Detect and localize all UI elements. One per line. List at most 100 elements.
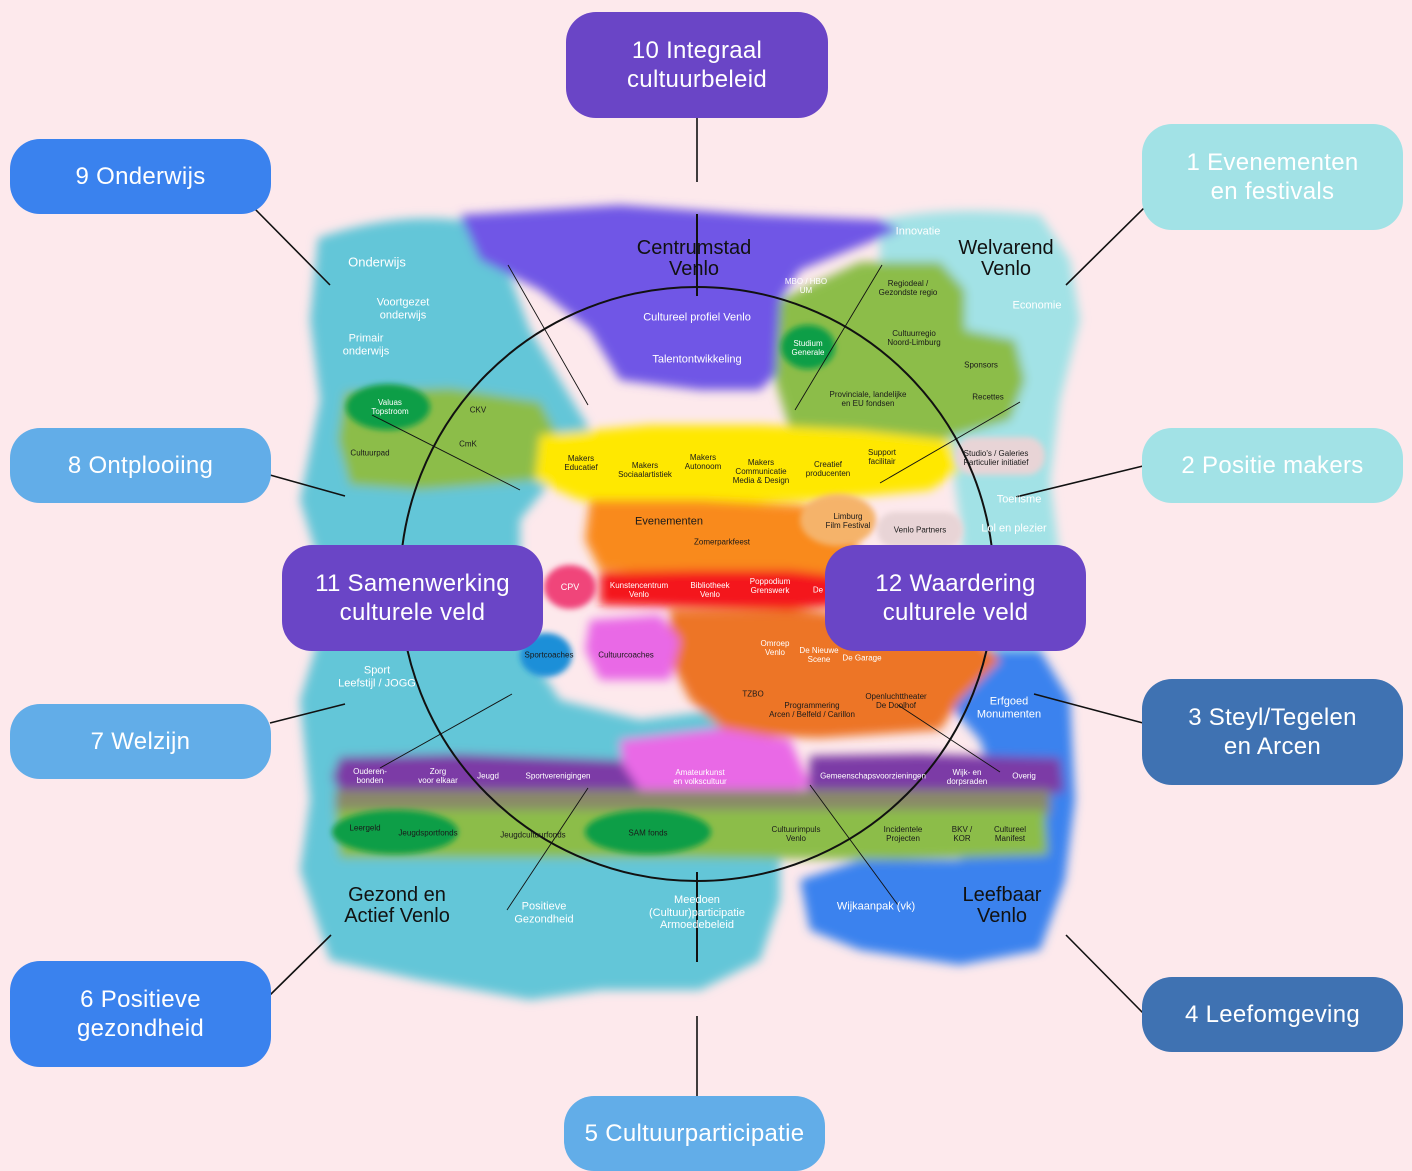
region-grey-strip — [335, 790, 1050, 815]
label-talentontwikkeling: Talentontwikkeling — [652, 353, 742, 366]
label-zomerparkfeest: Zomerparkfeest — [693, 537, 751, 547]
label-cultuurregio: Cultuurregio Noord-Limburg — [887, 328, 941, 347]
blob-venlo-partners — [877, 512, 963, 548]
label-leergeld: Leergeld — [349, 823, 381, 833]
box-steyl-tegelen-arcen: 3 Steyl/Tegelen en Arcen — [1142, 679, 1403, 785]
label-cultuurimpuls: Cultuurimpuls Venlo — [771, 824, 821, 843]
region-magenta-small — [585, 615, 680, 680]
label-cultuurcoaches: Cultuurcoaches — [598, 650, 654, 660]
box-ontplooiing: 8 Ontplooiing — [10, 428, 271, 503]
blob-sportcoaches — [520, 633, 572, 677]
label-wijk-dorpsraden: Wijk- en dorpsraden — [946, 767, 988, 786]
label-cultuurpad: Cultuurpad — [350, 448, 390, 458]
label-cpv: CPV — [560, 581, 580, 592]
label-overig: Overig — [1012, 771, 1036, 781]
label-gemeenschap: Gemeenschapsvoorzieningen — [820, 771, 926, 781]
line-b1 — [1065, 206, 1146, 286]
label-bibliotheek: Bibliotheek Venlo — [690, 580, 730, 599]
label-poppodium: Poppodium Grenswerk — [749, 576, 791, 595]
spoke-positie — [879, 401, 1021, 484]
label-primair-onderwijs: Primair onderwijs — [342, 332, 390, 357]
spoke-welvarend — [794, 264, 883, 411]
spoke-steyl — [897, 704, 1001, 773]
region-yellow-band — [535, 425, 960, 505]
label-creatief-producenten: Creatief producenten — [805, 459, 851, 478]
region-red-band — [600, 570, 845, 610]
line-b8 — [269, 474, 346, 497]
label-omroep: Omroep Venlo — [760, 638, 790, 657]
box-evenementen-festivals: 1 Evenementen en festivals — [1142, 124, 1403, 230]
label-jeugdsportfonds: Jeugdsportfonds — [398, 828, 458, 838]
blob-sam — [585, 810, 711, 854]
label-economie: Economie — [1012, 299, 1062, 312]
label-cmk: CmK — [459, 439, 477, 449]
title-leefbaar: Leefbaar Venlo — [962, 884, 1042, 927]
blob-limburg — [800, 494, 876, 546]
label-makers-autonoom: Makers Autonoom — [684, 452, 722, 471]
region-violet-top — [460, 205, 900, 390]
blob-leergeld — [332, 810, 458, 854]
box-leefomgeving: 4 Leefomgeving — [1142, 977, 1403, 1052]
label-ckv: CKV — [469, 405, 487, 415]
label-meedoen: Meedoen (Cultuur)participatie Armoedebel… — [649, 894, 745, 932]
box-waardering-culturele-veld: 12 Waardering culturele veld — [825, 545, 1086, 651]
label-support-facilitair: Support facilitair — [867, 447, 897, 466]
blob-studios — [955, 437, 1045, 475]
blob-studium — [781, 325, 835, 369]
box-positie-makers: 2 Positie makers — [1142, 428, 1403, 503]
label-studios-galeries: Studio's / Galeries Particulier initiati… — [963, 448, 1029, 467]
box-cultuurparticipatie: 5 Cultuurparticipatie — [564, 1096, 825, 1171]
label-de: De — [812, 585, 824, 595]
label-makers-educatief: Makers Educatief — [564, 453, 598, 472]
label-de-garage: De Garage — [842, 653, 882, 663]
label-jeugdcultuurfonds: Jeugdcultuurfonds — [500, 830, 566, 840]
label-lol-plezier: Lol en plezier — [981, 522, 1047, 535]
connector-lines — [253, 118, 1146, 1096]
blob-cpv — [544, 565, 596, 609]
spoke-lines — [371, 264, 1021, 911]
label-valuas: Valuas Topstroom — [371, 397, 409, 416]
region-magenta-large — [620, 728, 810, 810]
box-onderwijs: 9 Onderwijs — [10, 139, 271, 214]
label-sam-fonds: SAM fonds — [628, 828, 668, 838]
label-sportcoaches: Sportcoaches — [524, 650, 574, 660]
line-b7 — [269, 703, 346, 724]
label-nieuwe-scene: De Nieuwe Scene — [799, 645, 839, 664]
label-incidentele-projecten: Incidentele Projecten — [883, 824, 923, 843]
label-amateurkunst: Amateurkunst en volkscultuur — [673, 767, 727, 786]
spoke-leefomgeving — [809, 784, 899, 906]
region-blue-right — [800, 650, 1075, 965]
accent-blobs — [332, 325, 1045, 854]
region-orange — [585, 500, 860, 580]
label-erfgoed: Erfgoed Monumenten — [976, 695, 1042, 720]
label-evenementen: Evenementen — [635, 515, 703, 528]
line-b2 — [1015, 465, 1144, 498]
label-makers-sociaalartistiek: Makers Sociaalartistiek — [618, 460, 672, 479]
label-cultureel-manifest: Cultureel Manifest — [993, 824, 1027, 843]
box-welzijn: 7 Welzijn — [10, 704, 271, 779]
line-b4 — [1065, 934, 1144, 1014]
label-sponsors: Sponsors — [964, 360, 998, 370]
label-zorg: Zorg voor elkaar — [418, 766, 458, 785]
line-b3 — [1033, 693, 1144, 724]
label-makers-communicatie: Makers Communicatie Media & Design — [732, 458, 790, 486]
label-programmering: Programmering Arcen / Belfeld / Carillon — [769, 700, 855, 719]
spoke-centrumstad — [507, 264, 589, 406]
label-innovatie: Innovatie — [895, 225, 941, 238]
label-ouderenbonden: Ouderen- bonden — [353, 766, 387, 785]
line-b6 — [269, 934, 332, 996]
label-voortgezet-onderwijs: Voortgezet onderwijs — [376, 296, 430, 321]
label-positieve-gezondheid: Positieve Gezondheid — [514, 900, 574, 925]
blob-valuas — [346, 384, 430, 430]
title-gezond-actief: Gezond en Actief Venlo — [344, 884, 450, 927]
spoke-ontplooiing — [371, 414, 521, 491]
label-bkv-kor: BKV / KOR — [951, 824, 973, 843]
box-integraal-cultuurbeleid: 10 Integraal cultuurbeleid — [566, 12, 828, 118]
region-purple-band-right — [808, 754, 1064, 800]
label-sportverenigingen: Sportverenigingen — [525, 771, 591, 781]
label-toerisme: Toerisme — [996, 493, 1042, 506]
label-kunstencentrum: Kunstencentrum Venlo — [609, 580, 669, 599]
region-green-topright — [775, 262, 1025, 440]
label-studium-generale: Studium Generale — [791, 338, 825, 357]
box-positieve-gezondheid: 6 Positieve gezondheid — [10, 961, 271, 1067]
